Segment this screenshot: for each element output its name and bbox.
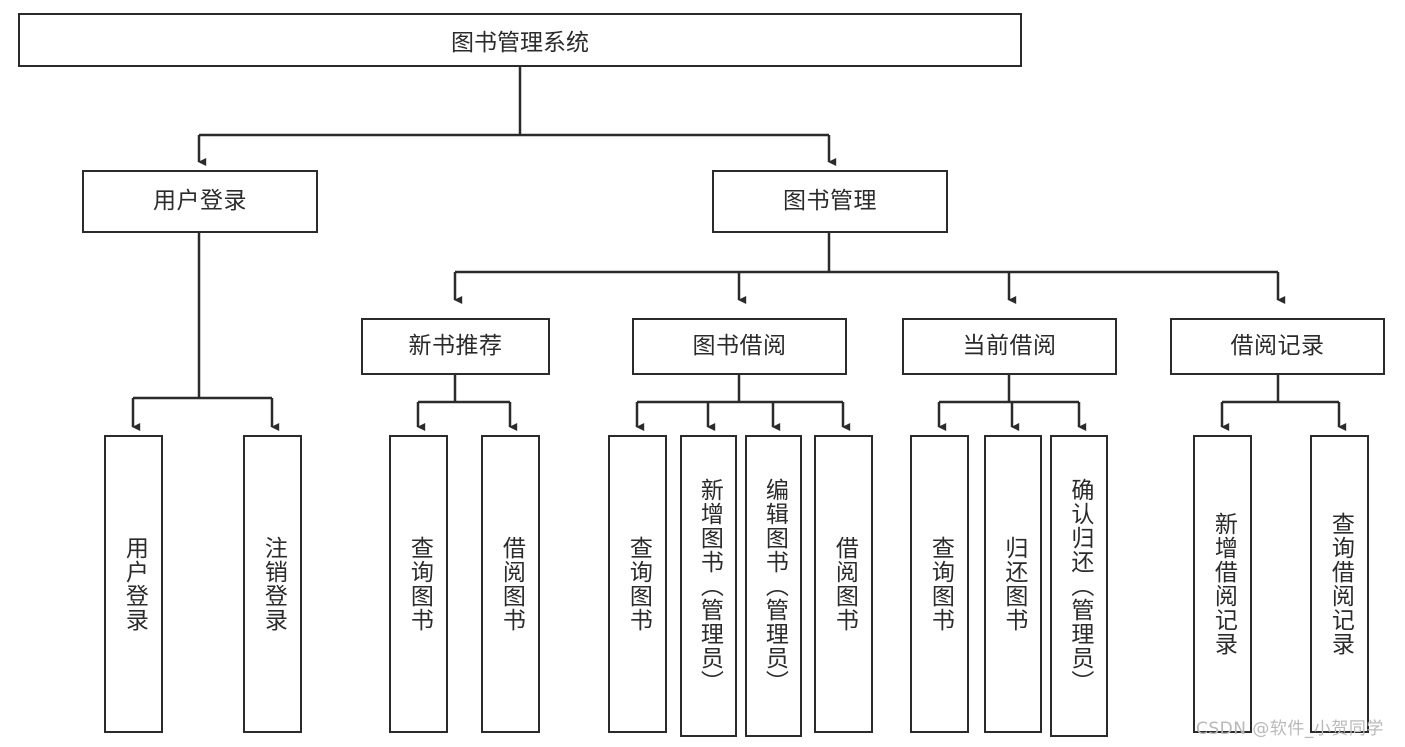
leaf-query-books-borrowing[interactable]: 查询图书 [608, 435, 667, 733]
node-label: 新增图书（管理员） [696, 478, 723, 694]
node-label: 新书推荐 [408, 332, 503, 359]
leaf-confirm-return-admin[interactable]: 确认归还（管理员） [1050, 435, 1108, 737]
node-label: 借阅图书 [498, 536, 525, 632]
node-label: 查询图书 [625, 536, 652, 632]
leaf-edit-book-admin[interactable]: 编辑图书（管理员） [745, 435, 802, 737]
node-label: 借阅记录 [1230, 332, 1325, 359]
node-user-login[interactable]: 用户登录 [82, 170, 318, 233]
node-label: 查询借阅记录 [1327, 512, 1354, 656]
node-label: 归还图书 [1000, 536, 1027, 632]
node-label: 用户登录 [153, 187, 247, 214]
node-borrowing-records[interactable]: 借阅记录 [1170, 318, 1385, 375]
node-book-management[interactable]: 图书管理 [712, 170, 948, 233]
node-label: 借阅图书 [831, 536, 858, 632]
node-label: 注销登录 [260, 536, 287, 632]
leaf-add-borrow-record[interactable]: 新增借阅记录 [1193, 435, 1252, 733]
leaf-borrow-books-borrowing[interactable]: 借阅图书 [814, 435, 873, 733]
leaf-borrow-books-recommendation[interactable]: 借阅图书 [481, 435, 540, 733]
node-label: 编辑图书（管理员） [761, 478, 788, 694]
node-label: 当前借阅 [962, 332, 1057, 359]
node-label: 图书借阅 [692, 332, 787, 359]
node-label: 新增借阅记录 [1210, 512, 1237, 656]
leaf-user-login[interactable]: 用户登录 [104, 435, 163, 733]
leaf-query-borrow-record[interactable]: 查询借阅记录 [1310, 435, 1369, 733]
node-root-book-management-system[interactable]: 图书管理系统 [18, 13, 1022, 67]
node-new-book-recommendation[interactable]: 新书推荐 [361, 318, 550, 375]
node-current-borrowing[interactable]: 当前借阅 [902, 318, 1117, 375]
leaf-return-books[interactable]: 归还图书 [984, 435, 1042, 733]
node-book-borrowing[interactable]: 图书借阅 [632, 318, 847, 375]
leaf-query-books-current[interactable]: 查询图书 [910, 435, 969, 733]
node-label: 用户登录 [121, 536, 148, 632]
node-label: 图书管理系统 [451, 30, 589, 56]
leaf-logout[interactable]: 注销登录 [243, 435, 302, 733]
node-label: 图书管理 [783, 187, 877, 214]
node-label: 查询图书 [406, 536, 433, 632]
leaf-query-books-recommendation[interactable]: 查询图书 [389, 435, 448, 733]
node-label: 确认归还（管理员） [1066, 478, 1093, 694]
watermark-csdn: CSDN @软件_小贺同学 [1196, 719, 1384, 739]
node-label: 查询图书 [927, 536, 954, 632]
leaf-add-book-admin[interactable]: 新增图书（管理员） [680, 435, 737, 737]
